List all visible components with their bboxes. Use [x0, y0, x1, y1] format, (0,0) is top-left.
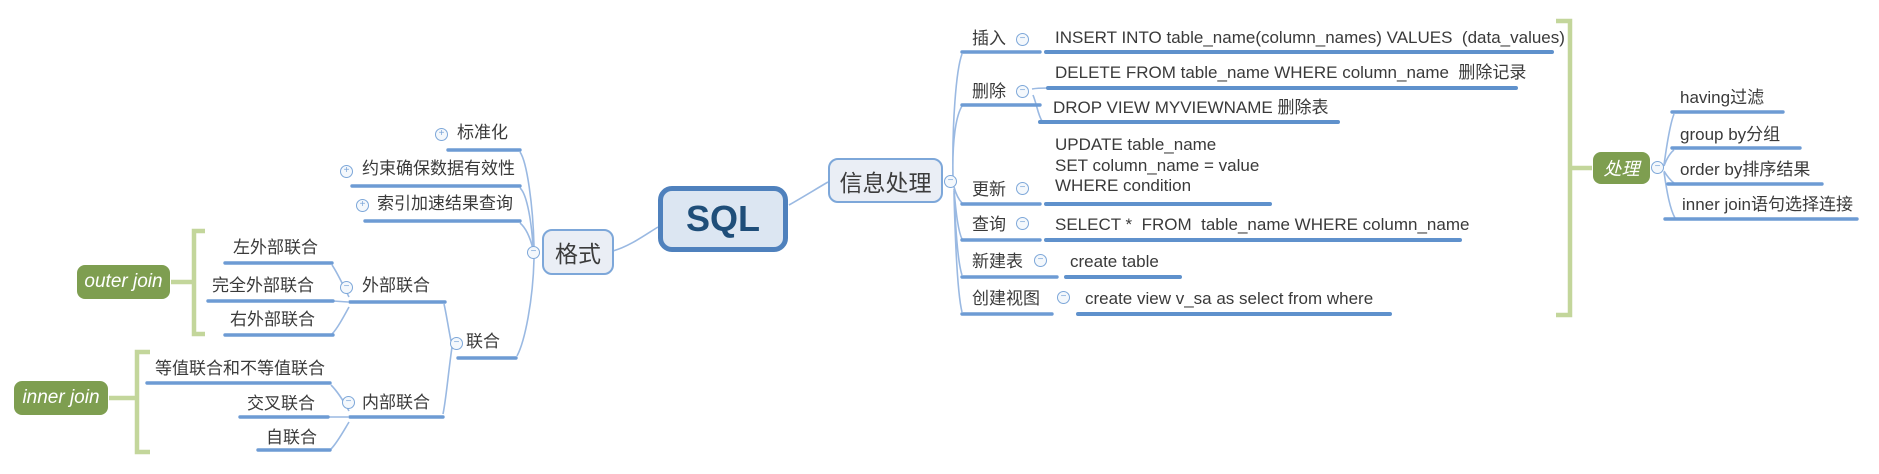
statement-select[interactable]: SELECT * FROM table_name WHERE column_na… [1055, 215, 1470, 234]
topic-full-outer-union[interactable]: 完全外部联合 [212, 276, 314, 295]
central-topic-sql[interactable]: SQL [658, 186, 788, 252]
central-topic-label: SQL [685, 198, 760, 239]
collapse-icon[interactable]: − [1016, 182, 1029, 195]
collapse-icon[interactable]: − [1057, 291, 1070, 304]
topic-create-table[interactable]: 新建表 [972, 252, 1023, 271]
topic-constraint[interactable]: 约束确保数据有效性 [362, 159, 515, 178]
topic-outer-union[interactable]: 外部联合 [362, 276, 430, 295]
collapse-icon[interactable]: − [342, 396, 355, 409]
processing-bracket [1556, 18, 1592, 318]
topic-standardization[interactable]: 标准化 [457, 123, 508, 142]
topic-format-label: 格式 [555, 241, 601, 267]
expand-icon[interactable]: + [340, 165, 353, 178]
topic-select[interactable]: 查询 [972, 215, 1006, 234]
expand-icon[interactable]: + [435, 128, 448, 141]
collapse-icon[interactable]: − [1016, 85, 1029, 98]
topic-left-outer-union[interactable]: 左外部联合 [233, 238, 318, 257]
topic-insert[interactable]: 插入 [972, 29, 1006, 48]
group-inner-join[interactable]: inner join [14, 381, 108, 415]
collapse-icon[interactable]: − [1016, 217, 1029, 230]
topic-right-outer-union[interactable]: 右外部联合 [230, 310, 315, 329]
statement-update[interactable]: UPDATE table_name SET column_name = valu… [1055, 135, 1260, 195]
inner-join-bracket [109, 349, 150, 455]
topic-delete[interactable]: 删除 [972, 82, 1006, 101]
topic-processing-label: 处理 [1603, 159, 1640, 179]
collapse-icon[interactable]: − [450, 337, 463, 350]
collapse-icon[interactable]: − [1016, 33, 1029, 46]
collapse-icon[interactable]: − [527, 246, 540, 259]
statement-insert[interactable]: INSERT INTO table_name(column_names) VAL… [1055, 28, 1565, 47]
expand-icon[interactable]: + [356, 199, 369, 212]
statement-drop-view[interactable]: DROP VIEW MYVIEWNAME 删除表 [1053, 98, 1329, 117]
topic-self-union[interactable]: 自联合 [266, 428, 317, 447]
topic-union[interactable]: 联合 [466, 332, 500, 351]
collapse-icon[interactable]: − [1034, 254, 1047, 267]
topic-info-processing-label: 信息处理 [839, 169, 932, 196]
group-outer-join[interactable]: outer join [77, 265, 170, 299]
topic-equi-union[interactable]: 等值联合和不等值联合 [155, 359, 325, 378]
topic-index[interactable]: 索引加速结果查询 [377, 194, 513, 213]
collapse-icon[interactable]: − [1651, 161, 1664, 174]
topic-info-processing[interactable]: 信息处理 [828, 158, 943, 203]
statement-delete-row[interactable]: DELETE FROM table_name WHERE column_name… [1055, 63, 1527, 82]
topic-underlines [145, 50, 1859, 452]
collapse-icon[interactable]: − [944, 175, 957, 188]
topic-format[interactable]: 格式 [542, 229, 614, 275]
topic-processing[interactable]: 处理 [1593, 152, 1650, 184]
topic-inner-union[interactable]: 内部联合 [362, 393, 430, 412]
topic-group-by[interactable]: group by分组 [1680, 125, 1781, 144]
statement-create-table[interactable]: create table [1070, 252, 1159, 271]
topic-inner-join-clause[interactable]: inner join语句选择连接 [1682, 195, 1853, 214]
outer-join-bracket [171, 228, 205, 337]
collapse-icon[interactable]: − [340, 281, 353, 294]
group-inner-join-label: inner join [22, 387, 100, 408]
topic-cross-union[interactable]: 交叉联合 [247, 394, 315, 413]
topic-having[interactable]: having过滤 [1680, 88, 1765, 107]
statement-create-view[interactable]: create view v_sa as select from where [1085, 289, 1374, 308]
topic-update[interactable]: 更新 [972, 180, 1006, 199]
topic-create-view[interactable]: 创建视图 [972, 289, 1040, 308]
topic-order-by[interactable]: order by排序结果 [1680, 160, 1811, 179]
group-outer-join-label: outer join [84, 271, 163, 292]
